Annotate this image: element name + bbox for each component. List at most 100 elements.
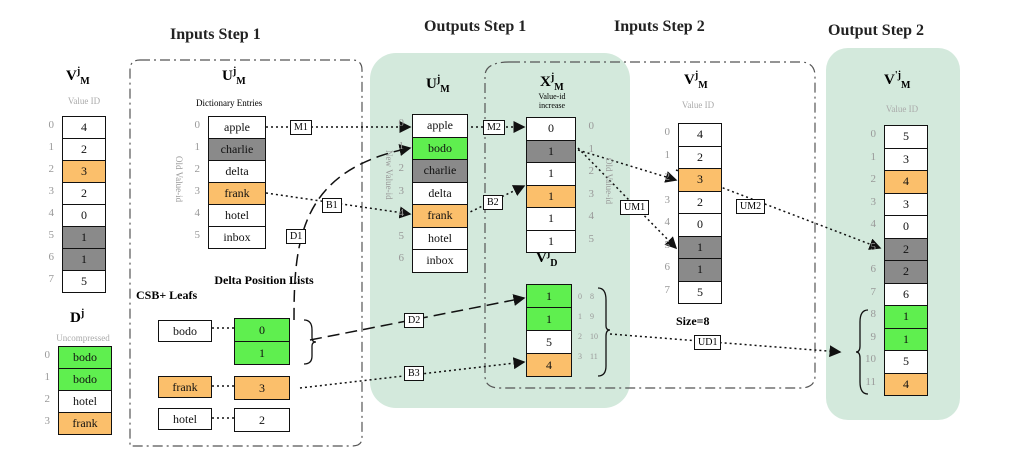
vm-out-index: 2 xyxy=(870,173,877,185)
um-out-cell: delta xyxy=(412,181,468,205)
xm-cell: 1 xyxy=(526,184,576,208)
dj-cell: bodo xyxy=(58,368,112,391)
vm-out-index: 8 xyxy=(870,308,877,320)
vm-out-cell: 2 xyxy=(884,237,928,261)
vm-left-sublabel: Value ID xyxy=(67,96,101,106)
vm-left-index: 7 xyxy=(48,273,55,285)
vd-index: 2 xyxy=(578,332,582,341)
csb-leaf: hotel xyxy=(158,408,212,430)
vm-left-index: 6 xyxy=(48,251,55,263)
um-in-sublabel: Dictionary Entries xyxy=(196,98,263,108)
xm-index: 0 xyxy=(588,120,595,132)
arrow-label-b3: B3 xyxy=(404,366,424,381)
xm-title: XjM xyxy=(540,72,564,93)
vm-in2-index: 2 xyxy=(664,171,671,183)
vm-left-cell: 3 xyxy=(62,160,106,183)
vm-in2-index: 1 xyxy=(664,148,671,161)
vm-out-title: V'jM xyxy=(884,70,911,91)
csb-leaf: bodo xyxy=(158,320,212,342)
vm-in2-sublabel: Value ID xyxy=(681,100,715,110)
dj-cell: hotel xyxy=(58,390,112,413)
vd-index: 0 xyxy=(578,292,582,301)
dj-cell: bodo xyxy=(58,346,112,369)
vm-in2-index: 5 xyxy=(664,238,671,251)
vm-out-cell: 5 xyxy=(884,350,928,374)
vm-in2-index: 7 xyxy=(664,283,671,296)
um-out-cell: apple xyxy=(412,114,468,138)
um-out-index: 3 xyxy=(398,184,405,197)
um-in-cell: hotel xyxy=(208,204,266,227)
dj-index: 2 xyxy=(44,393,51,405)
vm-left-title: VjM xyxy=(66,66,90,87)
arrow-label-um2: UM2 xyxy=(736,199,766,214)
vm-out-cell: 4 xyxy=(884,170,928,194)
vm-out-cell: 2 xyxy=(884,260,928,284)
vd-index: 3 xyxy=(578,352,582,361)
vm-in2-cell: 2 xyxy=(678,145,722,169)
um-out-cell: bodo xyxy=(412,136,468,160)
um-in-index: 2 xyxy=(194,163,201,175)
vm-left-index: 4 xyxy=(48,207,55,219)
inputs-step2-heading: Inputs Step 2 xyxy=(614,18,705,35)
arrow-label-ud1: UD1 xyxy=(694,335,722,350)
vm-out-cell: 0 xyxy=(884,215,928,239)
arrow-label-d1: D1 xyxy=(286,229,307,244)
um-in-cell: apple xyxy=(208,116,266,139)
vm-left-cell: 0 xyxy=(62,204,106,227)
vm-in2-index: 4 xyxy=(664,216,671,228)
vd-title: VjD xyxy=(536,248,558,269)
vm-left-index: 5 xyxy=(48,229,55,241)
vd-right-index: 8 xyxy=(590,292,594,301)
xm-cell: 1 xyxy=(526,207,576,231)
vm-in2-index: 3 xyxy=(664,193,671,206)
vm-in2-cell: 3 xyxy=(678,168,722,192)
vm-in2-title: VjM xyxy=(684,70,708,91)
vm-out-cell: 1 xyxy=(884,305,928,329)
arrow-label-b2: B2 xyxy=(483,195,503,210)
vm-left-cell: 2 xyxy=(62,138,106,161)
um-out-cell: charlie xyxy=(412,159,468,183)
arrow-label-m2: M2 xyxy=(483,120,505,135)
um-in-index: 4 xyxy=(194,207,201,219)
vd-cell: 1 xyxy=(526,307,572,331)
xm-index: 1 xyxy=(588,142,595,155)
vm-out-index: 3 xyxy=(870,195,877,208)
arrow-label-b1: B1 xyxy=(322,198,342,213)
csb-title: CSB+ Leafs xyxy=(136,288,198,302)
delta-position-cell: 2 xyxy=(234,408,290,432)
um-out-title: UjM xyxy=(426,74,450,95)
vm-out-index: 4 xyxy=(870,218,877,230)
um-out-index: 1 xyxy=(398,139,405,152)
vm-out-index: 10 xyxy=(865,353,876,365)
vd-right-index: 9 xyxy=(590,312,594,321)
xm-index: 2 xyxy=(588,165,595,177)
vm-left-cell: 2 xyxy=(62,182,106,205)
vd-cell: 4 xyxy=(526,353,572,377)
vd-cell: 5 xyxy=(526,330,572,354)
vm-in2-cell: 0 xyxy=(678,213,722,237)
xm-sidelabel: Old Value-id xyxy=(604,158,614,205)
vm-out-index: 5 xyxy=(870,240,877,253)
vm-out-index: 6 xyxy=(870,263,877,275)
inputs-step1-heading: Inputs Step 1 xyxy=(170,26,261,43)
xm-cell: 1 xyxy=(526,139,576,163)
xm-cell: 0 xyxy=(526,117,576,141)
vm-out-index: 11 xyxy=(865,375,876,388)
vm-in2-cell: 2 xyxy=(678,190,722,214)
delta-position-cell: 3 xyxy=(234,376,290,400)
um-in-title: UjM xyxy=(222,66,246,87)
xm-cell: 1 xyxy=(526,162,576,186)
vm-left-index: 2 xyxy=(48,163,55,175)
xm-index: 3 xyxy=(588,187,595,200)
xm-index: 5 xyxy=(588,232,595,245)
um-out-cell: frank xyxy=(412,204,468,228)
vm-in2-cell: 1 xyxy=(678,258,722,282)
vm-out-index: 7 xyxy=(870,285,877,298)
um-in-index: 5 xyxy=(194,229,201,241)
vm-out-cell: 4 xyxy=(884,372,928,396)
dj-index: 1 xyxy=(44,371,51,383)
um-in-index: 1 xyxy=(194,141,201,153)
vm-out-index: 9 xyxy=(870,330,877,343)
delta-title: Delta Position Lists xyxy=(214,273,314,287)
